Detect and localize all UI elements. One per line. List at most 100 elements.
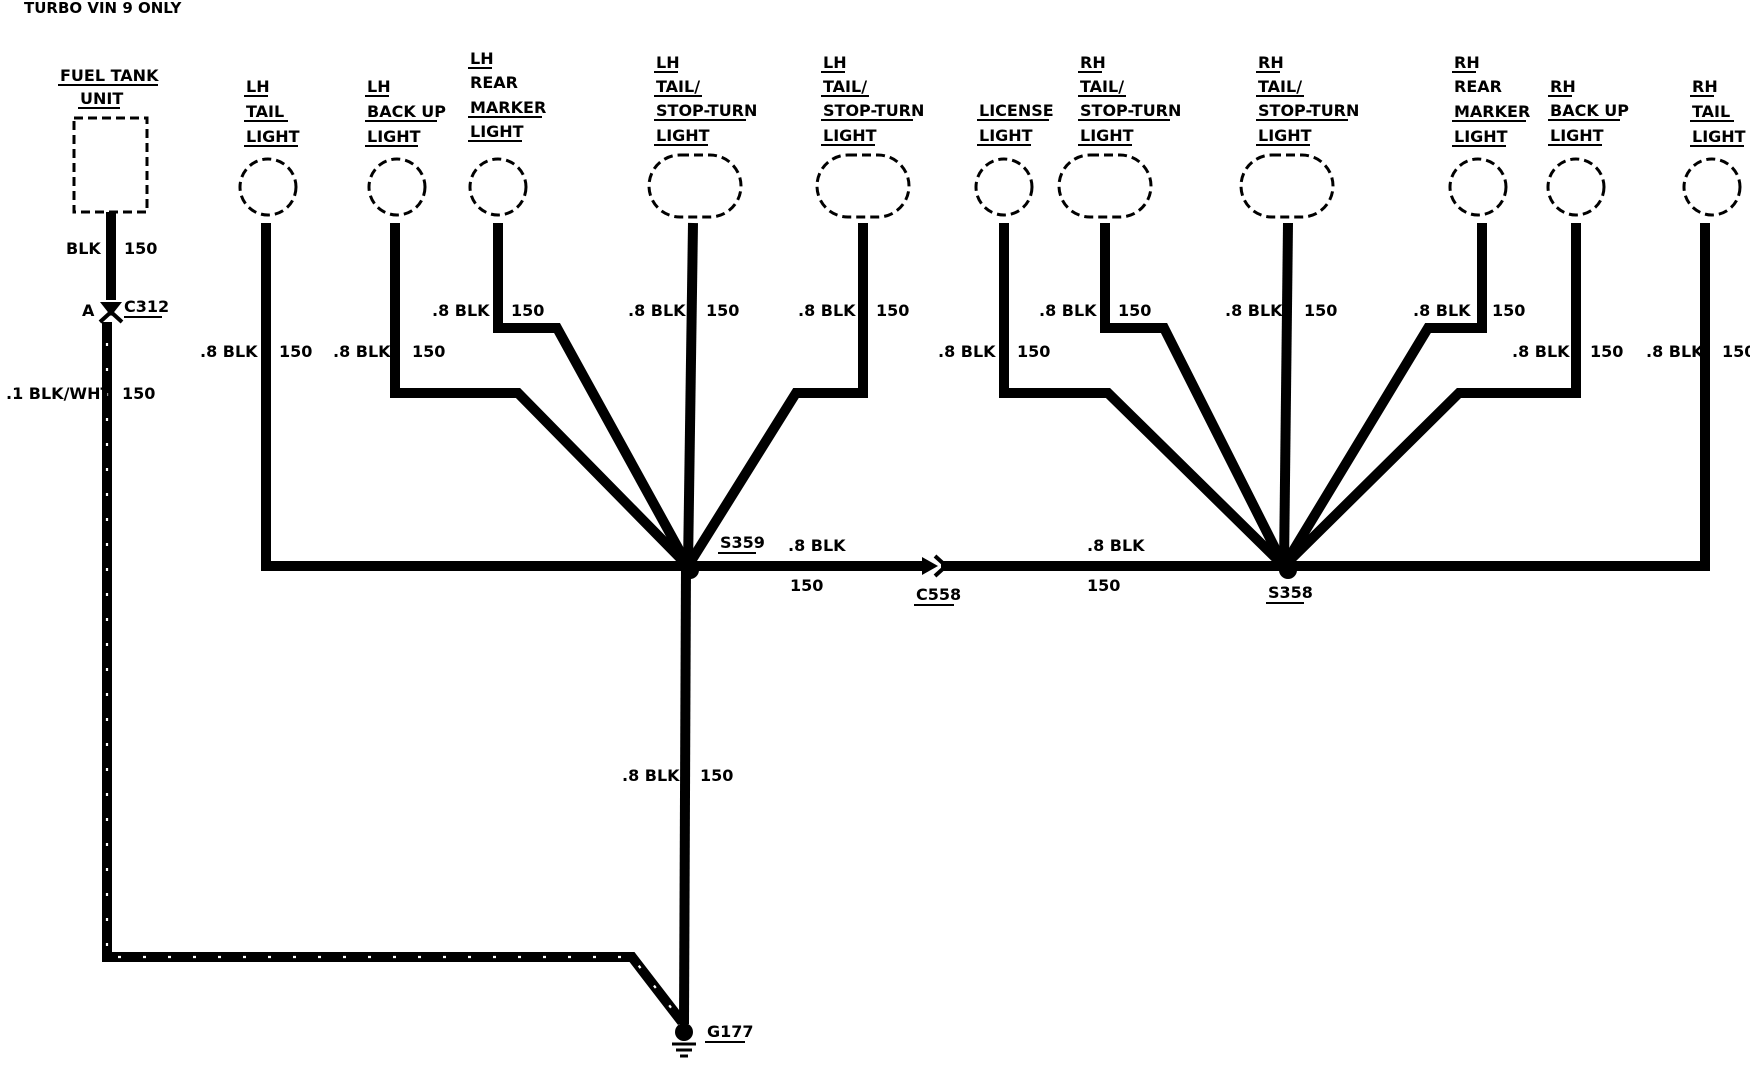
fuel-tank-label-line-1: FUEL TANK [60,66,159,85]
lamp-7-line-3: STOP-TURN [1080,101,1181,120]
lamp-8-line-4: LIGHT [1258,126,1312,145]
rh-tail-light-lamp [1682,157,1742,217]
lamp-10-line-3: LIGHT [1550,126,1604,145]
lamp-8-line-3: STOP-TURN [1258,101,1359,120]
rh-tail-stop-turn-light-lamp-1 [1057,153,1153,219]
lamp-5-wire-circuit: 150 [876,301,909,320]
lamp-5-line-3: STOP-TURN [823,101,924,120]
ground-g177-label: G177 [707,1022,754,1041]
wire-labels: .8 BLK 150 .8 BLK 150 .8 BLK 150 .8 BLK … [200,301,1750,785]
lamp-labels: LH TAIL LIGHT LH BACK UP LIGHT LH REAR M… [244,49,1746,147]
fuel-tank-wire-color: BLK [66,239,101,258]
lamp-7-line-2: TAIL/ [1080,77,1124,96]
fuel-tank-wire-circuit: 150 [124,239,157,258]
lamp-1-wire-circuit: 150 [279,342,312,361]
fuel-ground-wire-circuit: 150 [122,384,155,403]
lamp-3-line-1: LH [470,49,494,68]
lamp-10-wire-circuit: 150 [1590,342,1623,361]
lamp-2-wire-circuit: 150 [412,342,445,361]
lamp-1-line-1: LH [246,77,270,96]
fuel-tank-ground-wire-stripe [105,322,683,1023]
fuel-tank-ground-wire [102,322,686,1026]
lh-rear-marker-light-lamp [468,157,528,217]
lamp-11-line-3: LIGHT [1692,127,1746,146]
ground-wire-circuit: 150 [700,766,733,785]
lamp-6-line-2: LIGHT [979,126,1033,145]
lamp-6-line-1: LICENSE [979,101,1054,120]
lamp-9-line-1: RH [1454,53,1480,72]
c312-male-arrow [100,302,122,316]
splice-s358: S358 [1266,561,1313,604]
rh-back-up-light-lamp [1546,157,1606,217]
splice-s358-dot [1279,561,1297,579]
lamp-2-line-3: LIGHT [367,127,421,146]
lh-back-up-light-wire [390,223,692,570]
lamp-3-line-3: MARKER [470,98,546,117]
fuel-tank-label-line-2: UNIT [80,89,123,108]
lamp-11-wire-circuit: 150 [1722,342,1750,361]
splice-s359-label: S359 [720,533,765,552]
lamp-3-line-2: REAR [470,73,518,92]
lamps [238,153,1742,219]
lamp-6-wire-color: .8 BLK [938,342,996,361]
bus-right-wire-circuit: 150 [1087,576,1120,595]
bus-left-wire-circuit: 150 [790,576,823,595]
ground-trunk-wire [679,565,691,1025]
lamp-10-line-2: BACK UP [1550,101,1629,120]
rh-tail-stop-turn-light-outer-wire [1100,223,1289,569]
lamp-10-line-1: RH [1550,77,1576,96]
lamp-4-line-2: TAIL/ [656,77,700,96]
lamp-1-line-2: TAIL [246,102,284,121]
lamp-6-wire-circuit: 150 [1017,342,1050,361]
lamp-2-wire-color: .8 BLK [333,342,391,361]
rh-rear-marker-light-wire [1279,223,1487,569]
license-light-lamp [974,157,1034,217]
rh-rear-marker-light-lamp [1448,157,1508,217]
lh-tail-stop-turn-light-outer-wire [683,223,868,569]
lamp-5-line-2: TAIL/ [823,77,867,96]
c312-label: C312 [124,297,169,316]
lamp-7-wire-circuit: 150 [1118,301,1151,320]
lamp-1-wire-color: .8 BLK [200,342,258,361]
lamp-11-line-2: TAIL [1692,102,1730,121]
lamp-8-line-1: RH [1258,53,1284,72]
splice-s359-dot [681,561,699,579]
diagram-title: TURBO VIN 9 ONLY [24,0,183,17]
lamp-4-line-1: LH [656,53,680,72]
c312-female-chevron [98,309,124,324]
ground-wire-color: .8 BLK [622,766,680,785]
lamp-9-line-3: MARKER [1454,102,1530,121]
lamp-11-line-1: RH [1692,77,1718,96]
lamp-3-line-4: LIGHT [470,122,524,141]
lamp-5-line-1: LH [823,53,847,72]
c312-pin-label: A [82,301,95,320]
lh-tail-stop-turn-light-lamp-2 [815,153,911,219]
rh-tail-light-wire [1284,223,1710,571]
license-light-wire [999,223,1288,570]
connector-c558: C558 [914,554,961,606]
c558-female-chevron [933,554,949,578]
ground-g177: G177 [672,1022,754,1058]
lamp-3-wire-circuit: 150 [511,301,544,320]
fuel-ground-wire-color: .1 BLK/WHT [6,384,111,403]
lh-rear-marker-light-wire [493,223,693,569]
rh-back-up-light-wire [1280,223,1581,570]
lh-tail-light-wire [261,223,688,571]
lamp-2-line-1: LH [367,77,391,96]
c558-label: C558 [916,585,961,604]
lamp-10-wire-color: .8 BLK [1512,342,1570,361]
lamp-9-wire-circuit: 150 [1492,301,1525,320]
lamp-4-wire-circuit: 150 [706,301,739,320]
rh-tail-stop-turn-light-inner-wire [1279,222,1293,567]
lamp-8-wire-color: .8 BLK [1225,301,1283,320]
fuel-tank-unit: FUEL TANK UNIT [58,66,159,214]
splice-s358-label: S358 [1268,583,1313,602]
lamp-wires [261,222,1710,571]
rh-tail-stop-turn-light-lamp-2 [1239,153,1335,219]
lamp-2-line-2: BACK UP [367,102,446,121]
lamp-4-line-3: STOP-TURN [656,101,757,120]
lamp-9-line-4: LIGHT [1454,127,1508,146]
lamp-9-line-2: REAR [1454,77,1502,96]
lamp-3-wire-color: .8 BLK [432,301,490,320]
